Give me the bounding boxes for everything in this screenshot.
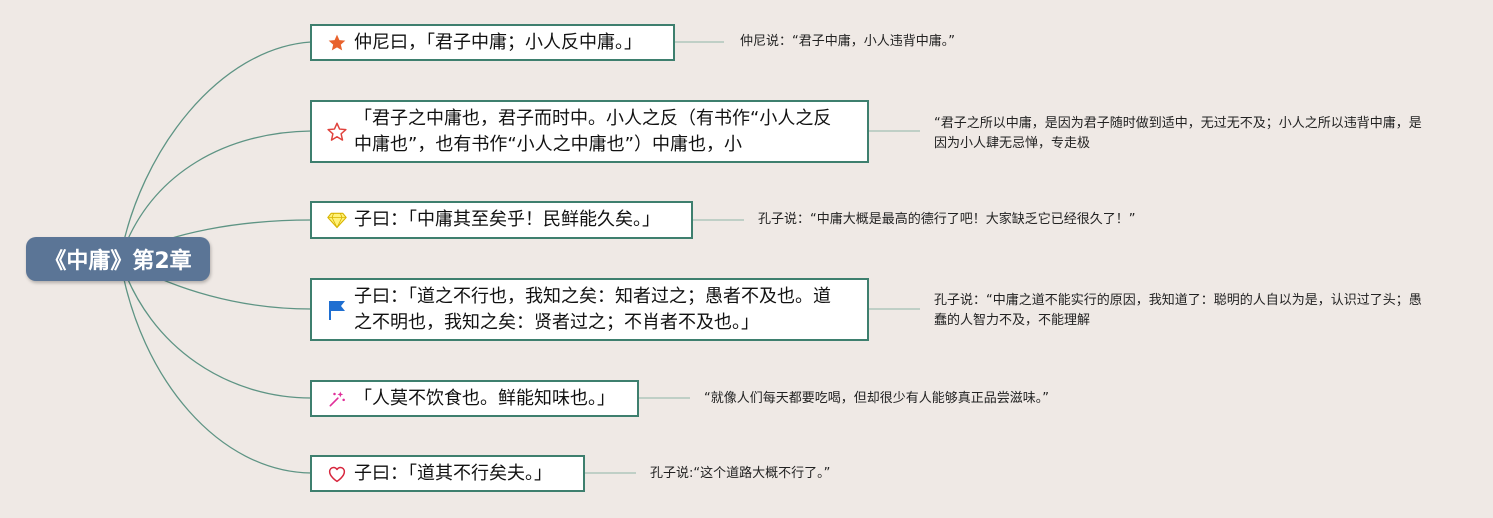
red-outline-star-icon	[326, 121, 348, 143]
diamond-icon	[326, 209, 348, 231]
branch-node-5[interactable]: 「人莫不饮食也。鲜能知味也。」	[310, 380, 639, 417]
branch-node-6[interactable]: 子曰：「道其不行矣夫。」	[310, 455, 585, 492]
branch-note-5: “就像人们每天都要吃喝，但却很少有人能够真正品尝滋味。”	[704, 391, 1049, 406]
branch-text-3: 子曰：「中庸其至矣乎！民鲜能久矣。」	[354, 209, 660, 230]
branch-node-4[interactable]: 子曰：「道之不行也，我知之矣：知者过之；愚者不及也。道之不明也，我知之矣：贤者过…	[310, 278, 869, 341]
branch-note-6: 孔子说:“这个道路大概不行了。”	[650, 466, 831, 481]
branch-text-4: 子曰：「道之不行也，我知之矣：知者过之；愚者不及也。道之不明也，我知之矣：贤者过…	[354, 285, 831, 333]
branch-node-3[interactable]: 子曰：「中庸其至矣乎！民鲜能久矣。」	[310, 201, 693, 239]
orange-star-icon	[326, 32, 348, 54]
branch-node-1[interactable]: 仲尼曰，「君子中庸；小人反中庸。」	[310, 24, 675, 61]
branch-note-2: “君子之所以中庸，是因为君子随时做到适中，无过无不及；小人之所以违背中庸，是因为…	[934, 116, 1422, 151]
branch-text-5: 「人莫不饮食也。鲜能知味也。」	[354, 387, 615, 409]
central-topic[interactable]: 《中庸》第2章	[26, 237, 210, 281]
sparkle-icon	[326, 388, 348, 410]
branch-text-1: 仲尼曰，「君子中庸；小人反中庸。」	[354, 31, 642, 53]
branch-node-2[interactable]: 「君子之中庸也，君子而时中。小人之反（有书作“小人之反中庸也”，也有书作“小人之…	[310, 100, 869, 163]
branch-text-2: 「君子之中庸也，君子而时中。小人之反（有书作“小人之反中庸也”，也有书作“小人之…	[354, 107, 832, 155]
branch-text-6: 子曰：「道其不行矣夫。」	[354, 462, 552, 484]
blue-flag-icon	[326, 299, 348, 321]
branch-note-4: 孔子说：“中庸之道不能实行的原因，我知道了：聪明的人自以为是，认识过了头；愚蠢的…	[934, 293, 1422, 328]
central-topic-title: 《中庸》第2章	[44, 249, 192, 274]
branch-note-1: 仲尼说：“君子中庸，小人违背中庸。”	[740, 34, 955, 49]
branch-note-3: 孔子说：“中庸大概是最高的德行了吧！大家缺乏它已经很久了！”	[758, 212, 1136, 227]
heart-outline-icon	[326, 463, 348, 485]
